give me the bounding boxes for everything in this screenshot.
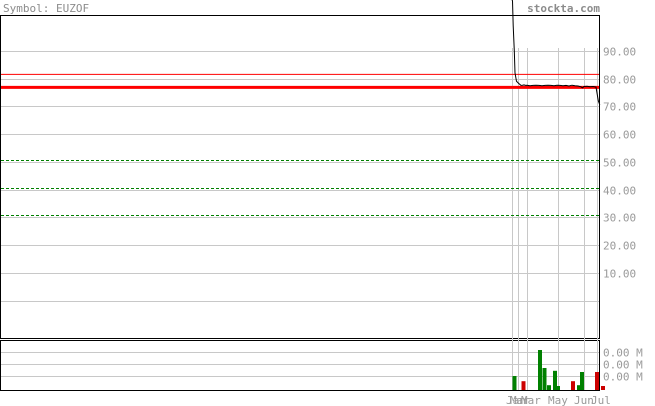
volume-bar: [512, 376, 517, 390]
volume-bars: [512, 350, 605, 390]
x-tick-label: Jun: [574, 394, 594, 406]
price-grid: [1, 51, 599, 302]
x-tick-label: May: [548, 394, 568, 406]
price-tick-label: 80.00: [603, 74, 636, 87]
x-tick-label: Mar: [510, 394, 530, 406]
volume-tick-label: 0.00 M: [603, 347, 643, 360]
volume-grid: [1, 352, 599, 377]
x-tick-label: Jan: [506, 394, 526, 406]
volume-bar: [556, 386, 560, 390]
x-tick-label: Mar: [521, 394, 541, 406]
price-series: [511, 0, 601, 106]
price-tick-label: 40.00: [603, 185, 636, 198]
x-tick-label: Jul: [591, 394, 611, 406]
symbol-label: Symbol: EUZOF: [3, 2, 89, 15]
volume-bar: [601, 386, 605, 390]
price-panel-frame: [0, 15, 600, 339]
price-tick-label: 10.00: [603, 268, 636, 281]
price-tick-label: 50.00: [603, 157, 636, 170]
volume-tick-label: 0.00 M: [603, 371, 643, 384]
price-tick-label: 90.00: [603, 46, 636, 59]
volume-y-ticks: 0.00 M0.00 M0.00 M: [603, 347, 643, 384]
volume-bar: [547, 385, 551, 390]
price-tick-label: 60.00: [603, 129, 636, 142]
price-tick-label: 30.00: [603, 212, 636, 225]
volume-bar: [577, 385, 581, 390]
volume-bar: [542, 368, 547, 390]
volume-bar: [553, 370, 557, 390]
x-grid: [512, 48, 598, 390]
brand-label: stockta.com: [527, 2, 600, 15]
volume-bar: [521, 381, 526, 390]
volume-bar: [580, 372, 584, 390]
support-resistance-levels: [1, 73, 599, 216]
price-tick-label: 70.00: [603, 101, 636, 114]
price-y-ticks: 90.00 80.00 70.00 60.00 50.00 40.00 30.00 20.00…: [603, 46, 636, 281]
price-line: [511, 0, 601, 106]
volume-tick-label: 0.00 M: [603, 359, 643, 372]
volume-panel-frame: [0, 340, 600, 391]
volume-bar: [595, 372, 599, 390]
volume-bar: [538, 350, 542, 390]
volume-bar: [571, 381, 575, 390]
price-tick-label: 20.00: [603, 240, 636, 253]
